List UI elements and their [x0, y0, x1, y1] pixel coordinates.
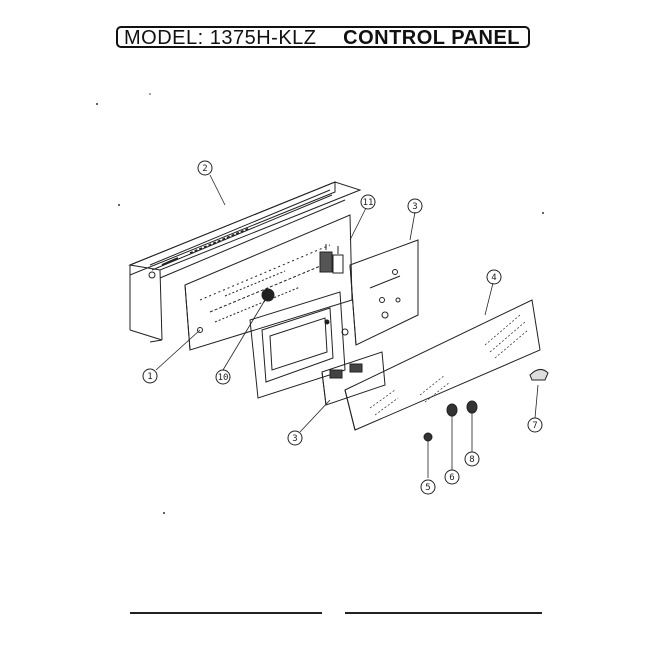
callout-5: 5 [420, 479, 436, 495]
knob-8 [466, 400, 478, 414]
callout-6: 6 [444, 469, 460, 485]
svg-text:1: 1 [147, 372, 152, 382]
svg-text:3: 3 [292, 434, 297, 444]
control-board [184, 214, 353, 351]
specks [96, 93, 544, 514]
relay-component [319, 244, 344, 274]
footer-rule-left [130, 612, 322, 614]
title-box: MODEL: 1375H-KLZ CONTROL PANEL [116, 26, 530, 48]
switch-bracket [321, 351, 386, 406]
svg-text:2: 2 [202, 164, 207, 174]
mounting-bracket [349, 239, 419, 346]
svg-text:11: 11 [363, 198, 374, 208]
callout-3-upper: 3 [407, 198, 423, 214]
callout-3-lower: 3 [287, 430, 303, 446]
callout-1: 1 [142, 368, 158, 384]
svg-text:4: 4 [491, 273, 496, 283]
svg-text:3: 3 [412, 202, 417, 212]
model-label: MODEL: 1375H-KLZ [124, 27, 317, 49]
svg-text:6: 6 [449, 473, 454, 483]
section-label: CONTROL PANEL [343, 27, 520, 49]
callout-10: 10 [215, 369, 231, 385]
callout-4: 4 [486, 269, 502, 285]
footer-rule-right [345, 612, 542, 614]
housing-backguard [128, 181, 362, 343]
callout-2: 2 [197, 160, 213, 176]
callout-11: 11 [360, 194, 376, 210]
svg-text:8: 8 [469, 455, 474, 465]
display-frame [249, 291, 349, 399]
knob-6 [446, 403, 458, 417]
svg-text:10: 10 [218, 373, 229, 383]
knob-5 [423, 432, 433, 442]
svg-text:7: 7 [532, 421, 537, 431]
callout-7: 7 [527, 417, 543, 433]
callouts: 2 11 3 4 1 10 3 5 6 8 7 [142, 160, 543, 495]
svg-text:5: 5 [425, 483, 430, 493]
callout-8: 8 [464, 451, 480, 467]
leader-lines [155, 174, 539, 478]
glass-overlay-panel [344, 299, 541, 431]
end-cap-7 [529, 369, 549, 381]
